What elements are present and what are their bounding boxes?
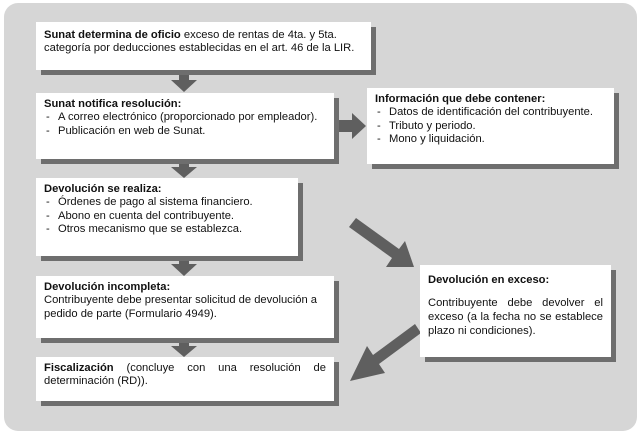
box-sunat-determina-text: exceso de rentas de 4ta. y 5ta. categorí…: [44, 29, 355, 55]
box-devolucion-exceso-text: Contribuyente debe devolver el exceso (a…: [428, 297, 603, 338]
box-fiscalizacion-heading: Fiscalización: [44, 362, 114, 374]
list-item: Otros mecanismo que se establezca.: [44, 223, 290, 237]
box-sunat-determina-heading: Sunat determina de oficio: [44, 29, 181, 41]
arrow-diagonal-exceso: [349, 218, 414, 267]
box-informacion-heading: Información que debe contener:: [375, 93, 546, 105]
box-devolucion-realiza-heading: Devolución se realiza:: [44, 183, 162, 195]
box-sunat-notifica-heading: Sunat notifica resolución:: [44, 98, 182, 110]
list-item: Tributo y periodo.: [375, 120, 606, 134]
arrow-down-3: [171, 257, 197, 276]
list-item: A correo electrónico (proporcionado por …: [44, 111, 326, 125]
box-devolucion-incompleta-heading: Devolución incompleta:: [44, 281, 171, 293]
list-item: Mono y liquidación.: [375, 133, 606, 147]
box-sunat-determina: Sunat determina de oficio exceso de rent…: [36, 22, 371, 70]
arrow-down-2: [171, 162, 197, 178]
box-devolucion-realiza: Devolución se realiza: Órdenes de pago a…: [36, 178, 298, 256]
list-item: Datos de identificación del contribuyent…: [375, 106, 606, 120]
box-devolucion-exceso-heading: Devolución en exceso:: [428, 274, 550, 286]
arrow-diagonal-fiscalizacion: [350, 324, 421, 381]
box-devolucion-incompleta: Devolución incompleta: Contribuyente deb…: [36, 276, 334, 338]
box-sunat-notifica: Sunat notifica resolución: A correo elec…: [36, 93, 334, 159]
box-devolucion-exceso: Devolución en exceso: Contribuyente debe…: [420, 265, 611, 357]
arrow-down-1: [171, 71, 197, 92]
list-item: Publicación en web de Sunat.: [44, 125, 326, 139]
box-devolucion-incompleta-text: Contribuyente debe presentar solicitud d…: [44, 294, 318, 320]
list-item: Órdenes de pago al sistema financiero.: [44, 196, 290, 210]
list-item: Abono en cuenta del contribuyente.: [44, 210, 290, 224]
box-fiscalizacion-text: (concluye con una resolución de determin…: [44, 362, 326, 388]
box-informacion: Información que debe contener: Datos de …: [367, 88, 614, 164]
arrow-down-4: [171, 341, 197, 357]
arrow-right-info: [339, 113, 366, 139]
box-fiscalizacion: Fiscalización (concluye con una resoluci…: [36, 357, 334, 401]
